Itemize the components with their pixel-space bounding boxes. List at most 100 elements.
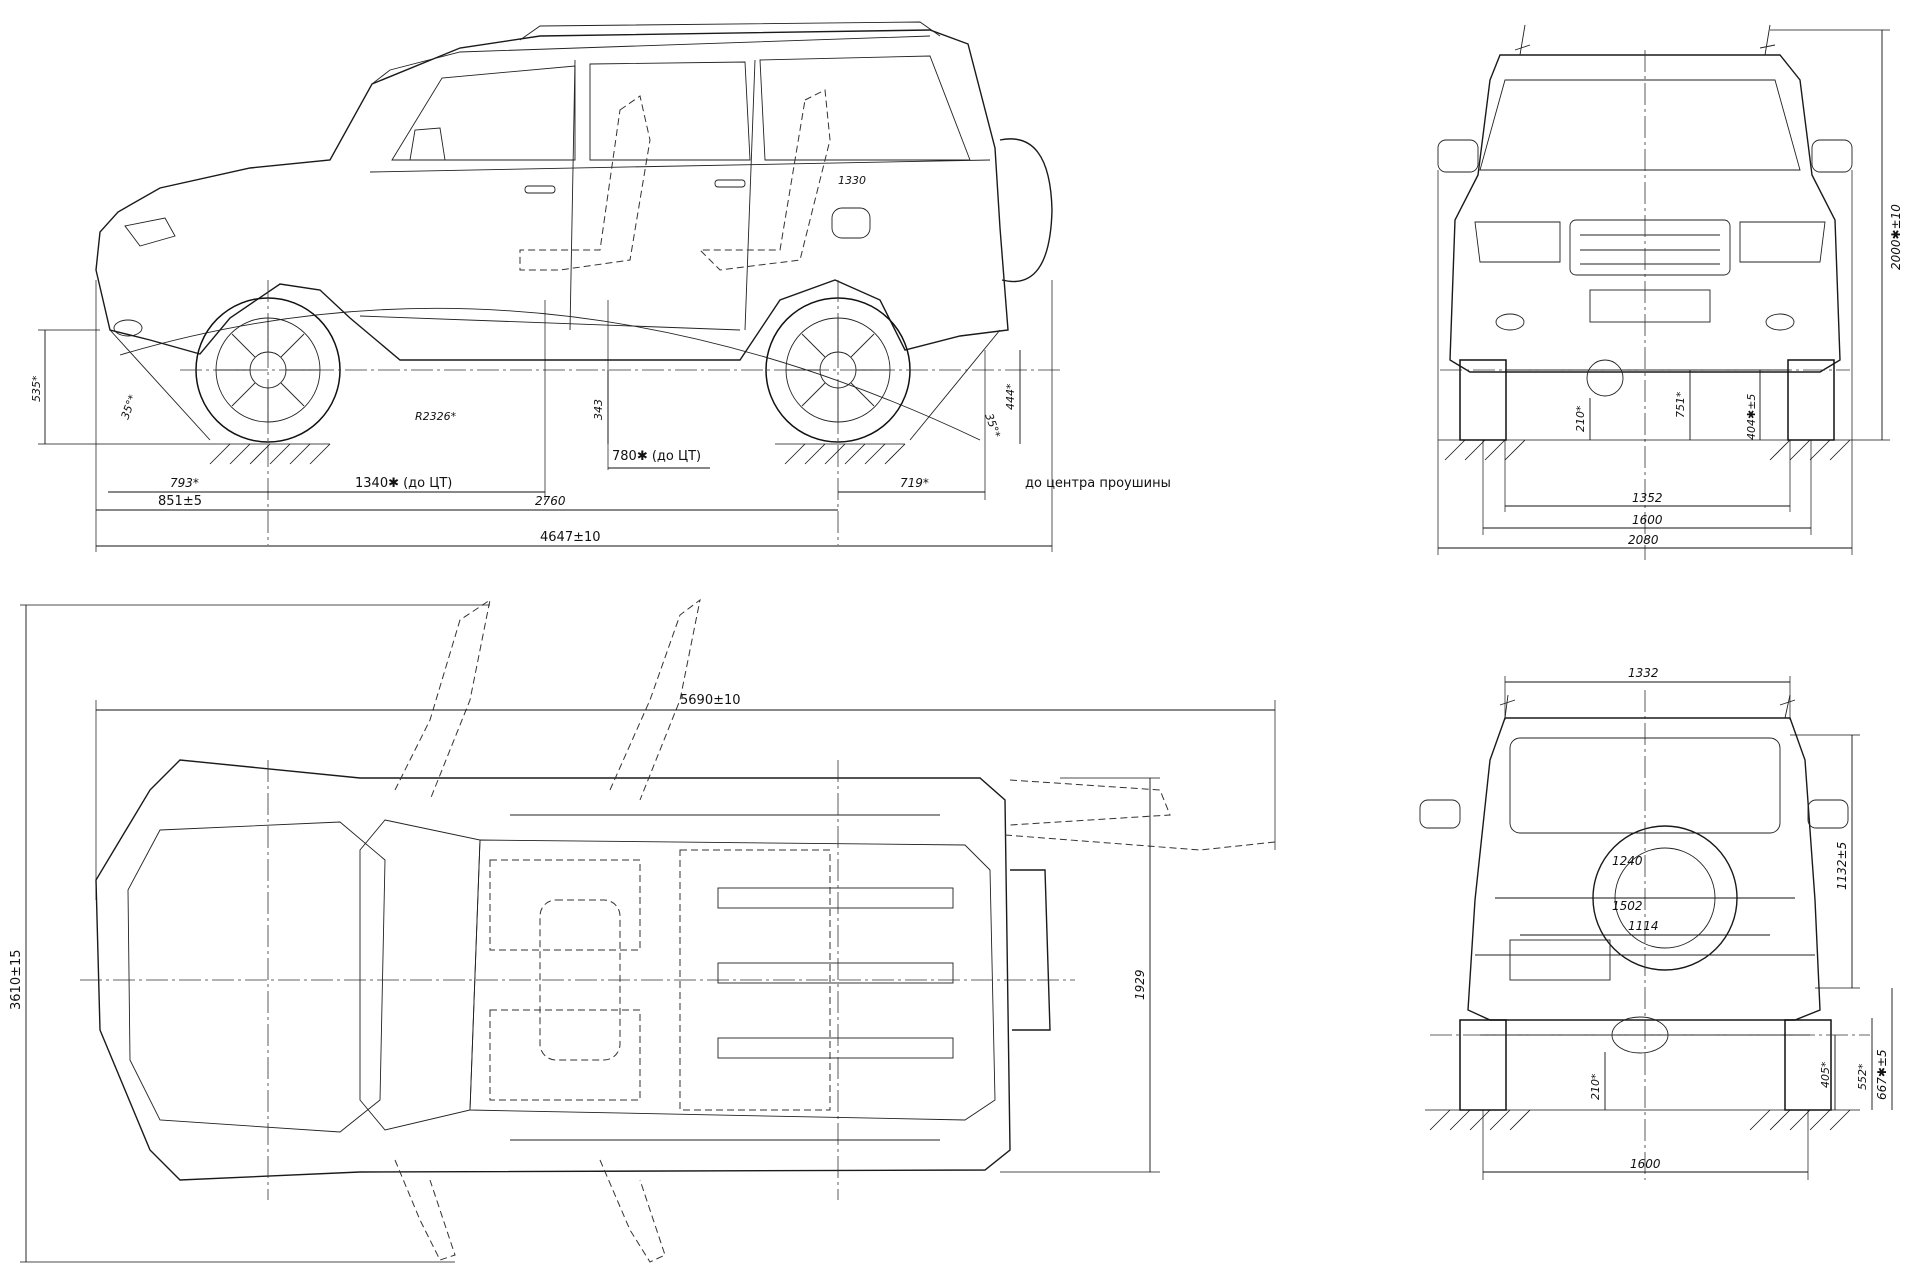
- side-headlight: [124, 217, 176, 247]
- top-hood: [127, 821, 386, 1133]
- rear-mirror-left-icon: [1419, 799, 1461, 829]
- top-view: 5690±10 3610±15 1929: [9, 598, 1276, 1263]
- side-spare-wheel: [999, 138, 1053, 283]
- rear-roof-rack-right: [1779, 694, 1796, 719]
- front-license-plate: [1589, 289, 1711, 323]
- rear-dim-667: 667✱±5: [1875, 1049, 1889, 1100]
- rear-dim-1114: 1114: [1628, 919, 1659, 933]
- side-dim-444: 444*: [1004, 383, 1017, 410]
- side-door-handle-rear: [714, 179, 746, 188]
- front-dim-2080: 2080: [1628, 533, 1659, 547]
- side-door-dim: 1330: [838, 174, 866, 187]
- rear-dim-1240: 1240: [1612, 854, 1643, 868]
- side-beltline: [369, 159, 991, 173]
- side-fog-light: [113, 319, 143, 337]
- front-dim-404: 404✱±5: [1745, 394, 1758, 440]
- side-dim-front-bumper: 793*: [170, 476, 199, 490]
- side-window-front: [391, 65, 576, 161]
- side-ramp-radius: R2326*: [415, 410, 457, 423]
- rear-dim-405: 405*: [1819, 1061, 1832, 1088]
- front-windshield: [1479, 79, 1801, 171]
- side-dim-rear-to-cg: 780✱ (до ЦТ): [612, 449, 701, 464]
- side-fuel-cap: [831, 207, 871, 239]
- front-mirror-left-icon: [1437, 139, 1479, 173]
- side-dim-rear-overhang: 719*: [900, 476, 929, 490]
- side-dim-overall-length: 4647±10: [540, 530, 601, 545]
- side-roof-rail: [519, 21, 941, 41]
- side-dim-front-to-cg: 1340✱ (до ЦТ): [355, 476, 452, 491]
- top-dim-1929: 1929: [1133, 969, 1147, 1000]
- front-dim-1352: 1352: [1632, 491, 1663, 505]
- top-open-door-front-upper: [394, 598, 491, 801]
- rear-body-outline: [1467, 717, 1821, 1021]
- front-view: 2080 1600 1352 2000✱±10 751* 404✱±5 210*: [1437, 24, 1903, 560]
- side-dim-front-overhang: 851±5: [158, 494, 202, 509]
- rear-ground-hatch-right: [1749, 1109, 1851, 1131]
- front-headlight-left: [1474, 221, 1561, 263]
- front-headlight-right: [1739, 221, 1826, 263]
- front-grille: [1569, 219, 1731, 276]
- top-windshield: [359, 819, 481, 1131]
- front-differential: [1586, 359, 1624, 397]
- front-mirror-right-icon: [1811, 139, 1853, 173]
- side-mirror-icon: [409, 127, 446, 161]
- front-ground-hatch-right: [1769, 439, 1851, 461]
- top-open-door-rear-lower: [599, 1159, 666, 1263]
- front-dim-751: 751*: [1674, 391, 1687, 418]
- rear-dim-1132: 1132±5: [1835, 842, 1849, 890]
- rear-dim-552: 552*: [1856, 1063, 1869, 1090]
- side-approach-line: [109, 329, 211, 441]
- top-body-outline: [95, 759, 1011, 1181]
- side-window-middle: [589, 61, 751, 161]
- side-door-handle-front: [524, 185, 556, 194]
- side-door-line-1: [569, 59, 576, 331]
- side-view: 4647±10 851±5 2760 719* до центра проуши…: [30, 21, 1171, 552]
- front-dim-height: 2000✱±10: [1889, 204, 1903, 270]
- side-body-outline: [95, 29, 1009, 361]
- side-seat-rear: [698, 89, 831, 271]
- top-roof-crossbar-1: [717, 887, 954, 909]
- front-dim-1600: 1600: [1632, 513, 1663, 527]
- side-door-line-2: [744, 59, 756, 331]
- rear-dim-1332: 1332: [1628, 666, 1659, 680]
- side-roof-line: [371, 35, 931, 85]
- side-ground-hatch-rear: [784, 443, 906, 465]
- rear-dim-1600: 1600: [1630, 1157, 1661, 1171]
- rear-dim-1502: 1502: [1612, 899, 1643, 913]
- top-roof: [469, 839, 996, 1121]
- side-dim-535: 535*: [30, 375, 43, 402]
- side-ground-hatch-front: [209, 443, 331, 465]
- side-approach-angle: 35°*: [119, 393, 140, 421]
- front-grille-bars: [1580, 234, 1720, 265]
- side-dim-wheelbase: 2760: [535, 494, 566, 508]
- rear-license-plate: [1509, 939, 1611, 981]
- rear-ground-hatch-left: [1429, 1109, 1531, 1131]
- side-window-rear: [759, 55, 971, 161]
- top-seat-front-right: [489, 1009, 641, 1101]
- front-roof-rack-left: [1514, 24, 1531, 56]
- front-fog-left: [1495, 313, 1525, 331]
- top-roof-crossbar-2: [717, 962, 954, 984]
- rear-window: [1509, 737, 1781, 834]
- top-open-tailgate: [1009, 779, 1171, 826]
- top-dim-3610: 3610±15: [9, 949, 24, 1010]
- top-open-tailgate-sweep: [1004, 834, 1276, 851]
- side-dim-rear-eye-note: до центра проушины: [1025, 476, 1171, 491]
- side-dim-343: 343: [592, 399, 605, 420]
- side-rocker: [359, 315, 741, 331]
- rear-roof-rack-left: [1499, 694, 1516, 719]
- front-body-outline: [1449, 54, 1841, 373]
- top-dim-5690: 5690±10: [680, 693, 741, 708]
- top-seat-rear-bench: [679, 849, 831, 1111]
- top-open-door-front-lower: [394, 1159, 456, 1261]
- rear-dim-210: 210*: [1589, 1073, 1602, 1100]
- top-roof-crossbar-3: [717, 1037, 954, 1059]
- side-seat-front: [519, 95, 651, 271]
- rear-view: 1332 1240 1502 1114 1132±5 667✱±5 552* 4…: [1419, 666, 1893, 1180]
- rear-wheel-left: [1459, 1019, 1507, 1111]
- top-seat-front-left: [489, 859, 641, 951]
- front-fog-right: [1765, 313, 1795, 331]
- rear-mirror-right-icon: [1807, 799, 1849, 829]
- front-ground-hatch-left: [1444, 439, 1526, 461]
